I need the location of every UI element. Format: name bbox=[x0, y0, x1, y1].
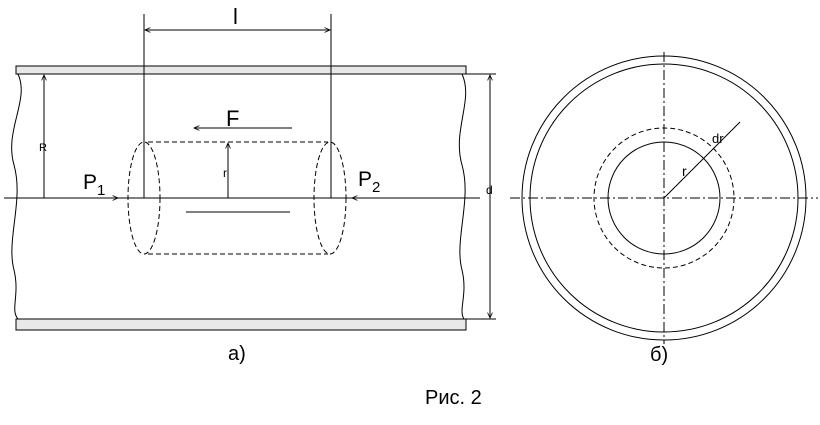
pressure-left-label: P1 bbox=[83, 171, 105, 199]
left-break-line bbox=[11, 73, 22, 320]
pressure-right-label: P2 bbox=[358, 168, 380, 196]
force-label: F bbox=[226, 106, 239, 131]
cylinder-right-end bbox=[313, 141, 347, 255]
right-break-line bbox=[458, 73, 467, 320]
cross-radius-label: r bbox=[682, 163, 687, 179]
figure-caption: Рис. 2 bbox=[425, 387, 482, 409]
pipe-radius-label: R bbox=[39, 142, 47, 154]
pipe-inner-circle bbox=[529, 63, 799, 333]
layer-thickness-label: dr bbox=[712, 131, 724, 146]
layer-outer-dashed-circle bbox=[593, 127, 735, 269]
diameter-label: d bbox=[486, 183, 493, 197]
pipe-top-wall bbox=[15, 65, 467, 75]
pipe-outer-circle bbox=[521, 55, 807, 341]
cylinder-left-end bbox=[127, 141, 161, 255]
pipe-bottom-wall bbox=[15, 318, 467, 331]
length-label: l bbox=[233, 4, 238, 29]
panel-b: r dr б) bbox=[510, 52, 818, 366]
layer-inner-circle bbox=[607, 141, 721, 255]
panel-b-label: б) bbox=[650, 344, 668, 366]
cylinder-radius-label: r bbox=[223, 166, 227, 180]
panel-a-label: а) bbox=[228, 343, 246, 365]
cross-radius-line bbox=[663, 121, 741, 199]
panel-a: l F R r d P1 P2 а) bbox=[4, 4, 496, 365]
